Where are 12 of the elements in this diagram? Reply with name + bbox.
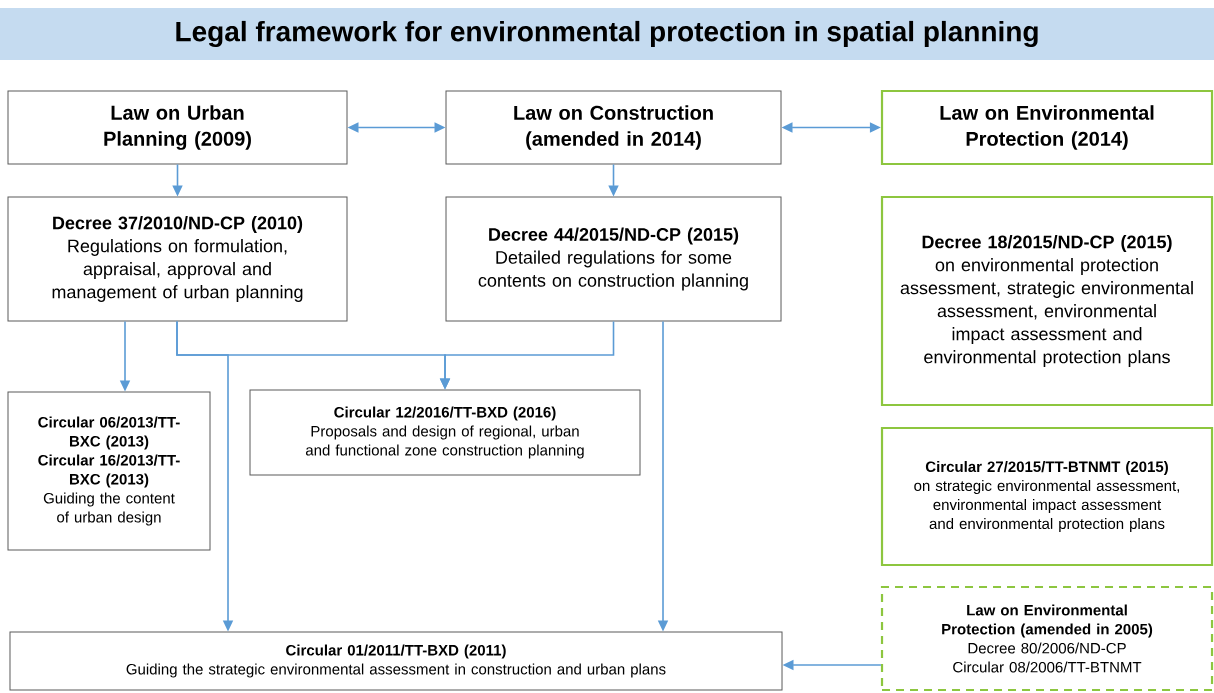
document-box: Circular 06/2013/TT-BXC (2013) Circular 16/2013/TT-BXC (2013) Guiding the content of urban design bbox=[7, 391, 211, 551]
document-box: Decree 18/2015/ND-CP (2015) on environmental protection assessment, strategic environmental assessment, environmental impact assessment and environmental protection plans bbox=[880, 195, 1214, 407]
document-box: Law on Urban Planning (2009) bbox=[7, 90, 348, 165]
document-box: Circular 01/2011/TT-BXD (2011) Guiding the strategic environmental assessment in construction and urban plans bbox=[9, 631, 783, 691]
document-box: Law on Construction (amended in 2014) bbox=[445, 90, 782, 165]
document-box: Law on Environmental Protection (amended in 2005) Decree 80/2006/ND-CP Circular 08/2006/TT-BTNMT bbox=[880, 585, 1214, 692]
document-box: Circular 12/2016/TT-BXD (2016) Proposals and design of regional, urban and functional zone construction planning bbox=[249, 389, 641, 476]
document-box: Decree 44/2015/ND-CP (2015) Detailed regulations for some contents on construction planning bbox=[445, 196, 782, 322]
document-box: Law on Environmental Protection (2014) bbox=[880, 89, 1214, 166]
document-box: Circular 27/2015/TT-BTNMT (2015) on strategic environmental assessment, environmental impact assessment and environmental protection plans bbox=[880, 426, 1214, 567]
title-banner: Legal framework for environmental protection in spatial planning bbox=[0, 8, 1214, 60]
document-box: Decree 37/2010/ND-CP (2010) Regulations on formulation, appraisal, approval and management of urban planning bbox=[7, 196, 348, 322]
